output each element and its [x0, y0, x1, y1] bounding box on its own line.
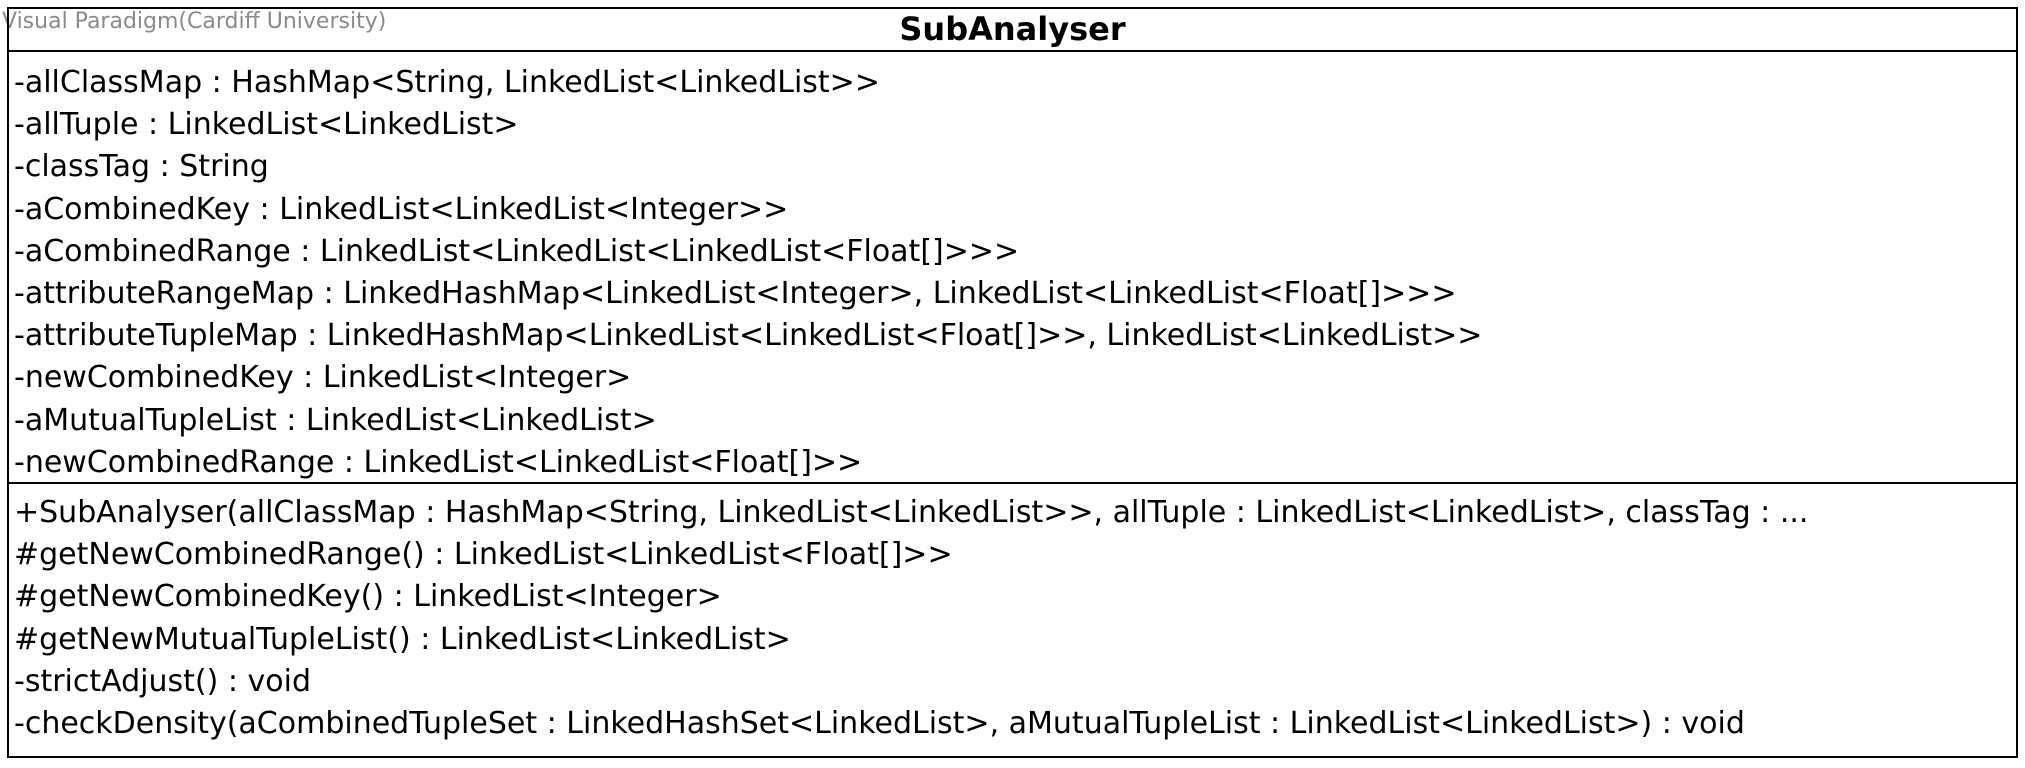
- class-name-compartment: SubAnalyser: [9, 9, 2016, 52]
- class-name[interactable]: SubAnalyser: [899, 10, 1126, 48]
- attribute[interactable]: -attributeTupleMap : LinkedHashMap<Linke…: [14, 318, 1483, 354]
- watermark: Visual Paradigm(Cardiff University): [2, 9, 387, 34]
- operations-compartment: +SubAnalyser(allClassMap : HashMap<Strin…: [9, 484, 2016, 745]
- operation[interactable]: -checkDensity(aCombinedTupleSet : Linked…: [14, 706, 1745, 742]
- operation[interactable]: +SubAnalyser(allClassMap : HashMap<Strin…: [14, 495, 1809, 530]
- operation[interactable]: -strictAdjust() : void: [14, 663, 311, 699]
- attribute[interactable]: -allClassMap : HashMap<String, LinkedLis…: [14, 65, 880, 100]
- operation[interactable]: #getNewCombinedRange() : LinkedList<Link…: [14, 537, 953, 573]
- operation[interactable]: #getNewCombinedKey() : LinkedList<Intege…: [14, 579, 722, 615]
- attribute[interactable]: -attributeRangeMap : LinkedHashMap<Linke…: [14, 276, 1457, 312]
- attribute[interactable]: -aMutualTupleList : LinkedList<LinkedLis…: [14, 402, 657, 438]
- attribute[interactable]: -aCombinedRange : LinkedList<LinkedList<…: [14, 233, 1020, 269]
- attribute[interactable]: -newCombinedRange : LinkedList<LinkedLis…: [14, 444, 863, 480]
- uml-class-box[interactable]: SubAnalyser -allClassMap : HashMap<Strin…: [7, 7, 2018, 758]
- attribute[interactable]: -newCombinedKey : LinkedList<Integer>: [14, 360, 632, 396]
- attribute[interactable]: -allTuple : LinkedList<LinkedList>: [14, 107, 519, 143]
- attributes-compartment: -allClassMap : HashMap<String, LinkedLis…: [9, 52, 2016, 484]
- operation[interactable]: #getNewMutualTupleList() : LinkedList<Li…: [14, 621, 791, 657]
- attribute[interactable]: -classTag : String: [14, 149, 269, 185]
- attribute[interactable]: -aCombinedKey : LinkedList<LinkedList<In…: [14, 191, 789, 227]
